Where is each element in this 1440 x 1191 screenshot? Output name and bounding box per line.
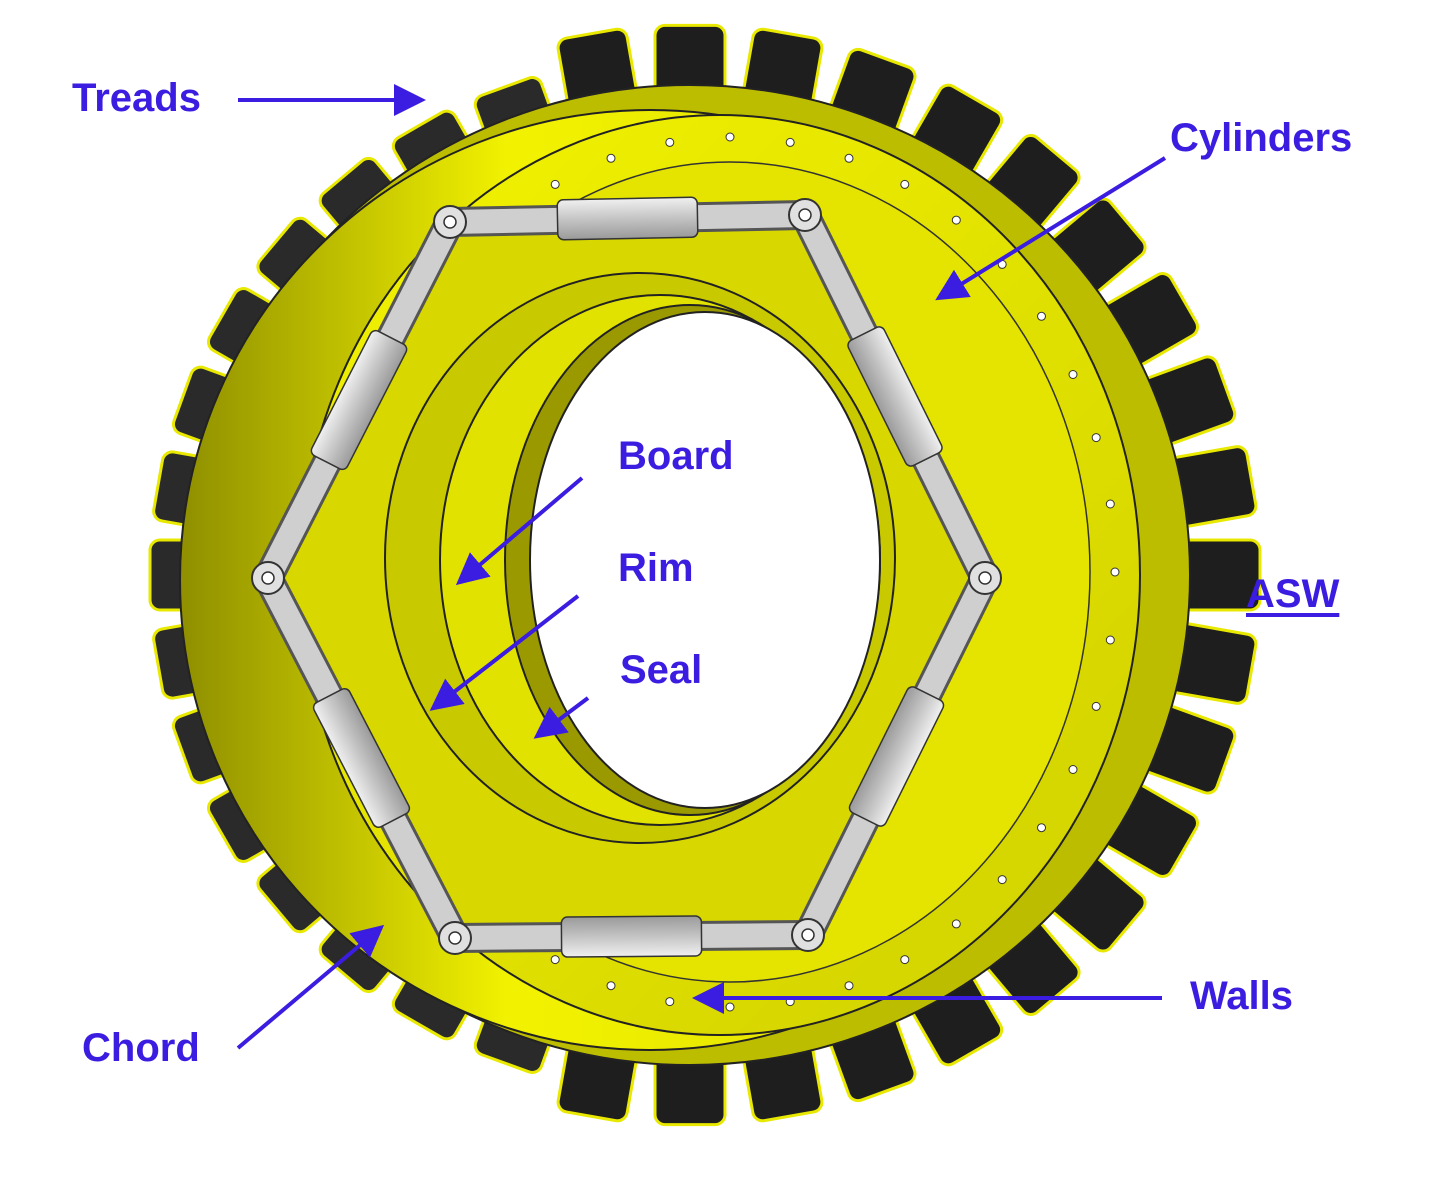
pivot-pin	[261, 571, 275, 585]
bolt-hole	[1110, 567, 1120, 577]
pivot-pin	[801, 928, 815, 942]
label-cylinders: Cylinders	[1170, 116, 1353, 160]
label-treads: Treads	[72, 76, 201, 120]
bolt-hole	[1068, 765, 1078, 774]
hydraulic-cylinder	[848, 686, 945, 827]
hydraulic-cylinder	[847, 326, 943, 467]
label-asw: ASW	[1246, 572, 1340, 616]
bolt-hole	[1105, 635, 1115, 645]
hydraulic-cylinder	[556, 196, 699, 241]
hydraulic-cylinder	[560, 915, 703, 958]
pivot-pin	[448, 931, 462, 945]
bolt-hole	[1091, 433, 1101, 443]
bolt-hole	[1068, 370, 1078, 379]
bolt-hole	[951, 919, 961, 929]
bolt-hole	[997, 875, 1007, 885]
hydraulic-cylinder	[312, 687, 411, 829]
arrow-board	[455, 476, 584, 586]
bolt-hole	[725, 1002, 735, 1012]
bolt-hole	[665, 997, 675, 1007]
bolt-hole	[606, 981, 616, 991]
label-arrows	[236, 84, 1167, 1050]
bolt-hole	[725, 132, 735, 142]
pivot-pin	[798, 208, 812, 222]
arrow-rim	[429, 594, 580, 711]
arrow-seal	[533, 696, 590, 739]
bolt-hole	[550, 955, 560, 965]
bolt-hole	[665, 137, 675, 147]
bolt-hole	[785, 137, 795, 147]
bolt-hole	[1091, 701, 1101, 711]
arrow-chord	[236, 924, 385, 1050]
bolt-hole	[1037, 823, 1046, 833]
bolt-hole	[951, 215, 961, 225]
cylinder-links	[251, 196, 1002, 958]
bolt-hole	[844, 153, 854, 163]
label-rim: Rim	[618, 546, 694, 590]
label-seal: Seal	[620, 648, 703, 692]
pivot-pin	[978, 571, 992, 585]
label-board: Board	[618, 434, 734, 478]
label-walls: Walls	[1190, 974, 1293, 1018]
bolt-hole	[1105, 499, 1115, 509]
bolt-hole	[900, 955, 910, 965]
bolt-hole	[900, 179, 910, 189]
label-chord: Chord	[82, 1026, 200, 1070]
bolt-hole	[606, 153, 616, 163]
arrow-cylinders	[935, 156, 1167, 301]
pivot-pin	[443, 215, 457, 229]
hub-opening	[529, 311, 881, 809]
hydraulic-cylinder	[310, 329, 408, 471]
bolt-hole	[844, 981, 854, 991]
bolt-hole	[550, 179, 560, 189]
bolt-hole	[1037, 311, 1046, 321]
